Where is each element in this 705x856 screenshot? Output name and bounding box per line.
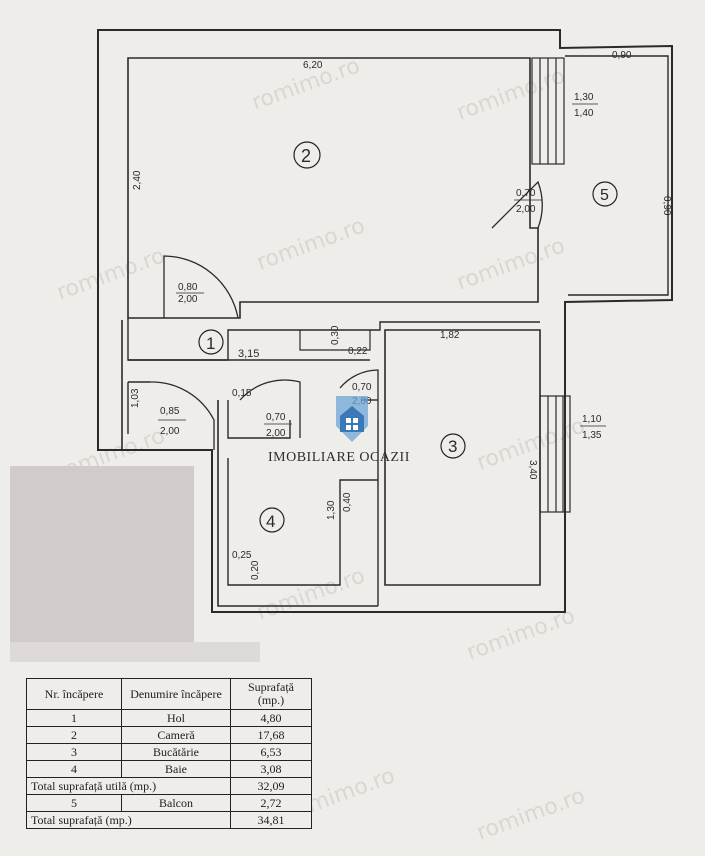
total-value: 34,81: [230, 811, 312, 829]
room-area: 17,68: [230, 726, 312, 744]
room-name: Bucătărie: [121, 743, 231, 761]
room-label-5: 5: [600, 187, 609, 204]
room-name: Baie: [121, 760, 231, 778]
dim-door-room2-top: 0,80: [178, 282, 198, 293]
header-denumire: Denumire încăpere: [121, 678, 231, 710]
room-label-1: 1: [206, 334, 215, 353]
dim-step-bottom: 0,22: [348, 346, 368, 357]
room-area: 6,53: [230, 743, 312, 761]
dim-door-bath-top: 0,70: [266, 412, 286, 423]
room-circle-2: [293, 141, 321, 169]
room-area-table: Nr. încăpere Denumire încăpere Suprafață…: [26, 678, 312, 829]
dim-balcony-height: 0,90: [661, 196, 672, 216]
dim-window-kitchen-top: 1,10: [582, 414, 602, 425]
dim-kitchen-width: 1,82: [440, 330, 460, 341]
dim-balcony-width: 0,90: [612, 50, 632, 61]
table-row: 5 Balcon 2,72: [26, 794, 312, 812]
room-num: 1: [26, 709, 122, 727]
header-nr: Nr. încăpere: [26, 678, 122, 710]
room-circle-1: [198, 329, 224, 355]
room-circle-3: [440, 433, 466, 459]
dim-hall-length: 3,15: [238, 348, 259, 360]
watermark-text: romimo.ro: [454, 233, 569, 295]
walls: [97, 29, 673, 613]
dim-window-kitchen-bottom: 1,35: [582, 430, 602, 441]
watermark-text: romimo.ro: [454, 63, 569, 125]
redaction-block: [10, 466, 194, 642]
room-name: Hol: [121, 709, 231, 727]
dim-bath-wall: 0,40: [342, 492, 353, 512]
dim-door-kitchen-top: 0,70: [352, 382, 372, 393]
room-circle-5: [592, 181, 618, 207]
dim-kitchen-height: 3,40: [527, 460, 538, 480]
dim-offset-015: 0,15: [232, 388, 252, 399]
room-labels: 2 1 3 4 5: [198, 141, 618, 533]
room-label-4: 4: [266, 512, 275, 531]
total-label: Total suprafață (mp.): [26, 811, 231, 829]
table-row-total: Total suprafață (mp.) 34,81: [26, 811, 312, 829]
dim-door-bath-bottom: 2,00: [266, 428, 286, 439]
table-row: 1 Hol 4,80: [26, 709, 312, 727]
doors: [149, 180, 543, 450]
room-name: Cameră: [121, 726, 231, 744]
room-area: 2,72: [230, 794, 312, 812]
table-row-total-util: Total suprafață utilă (mp.) 32,09: [26, 777, 312, 795]
room-num: 3: [26, 743, 122, 761]
table-row: 3 Bucătărie 6,53: [26, 743, 312, 761]
redaction-strip: [10, 642, 260, 662]
watermark-text: romimo.ro: [254, 213, 369, 275]
room-area: 4,80: [230, 709, 312, 727]
windows: [531, 57, 571, 513]
logo-text: IMOBILIARE OCAZII: [268, 450, 410, 465]
total-util-label: Total suprafață utilă (mp.): [26, 777, 231, 795]
room-label-2: 2: [301, 146, 311, 166]
dim-corner-020: 0,20: [250, 560, 261, 580]
room-num: 5: [26, 794, 122, 812]
table-row: 2 Cameră 17,68: [26, 726, 312, 744]
house-icon: [336, 396, 368, 442]
table-row: 4 Baie 3,08: [26, 760, 312, 778]
watermark-text: romimo.ro: [54, 243, 169, 305]
room-name: Balcon: [121, 794, 231, 812]
room-circle-4: [259, 507, 285, 533]
dim-hall-side: 1,03: [130, 388, 141, 408]
dim-door-entry-bottom: 2,00: [160, 426, 180, 437]
header-suprafata: Suprafață (mp.): [230, 678, 312, 710]
total-util-value: 32,09: [230, 777, 312, 795]
dim-room2-height: 2,40: [132, 170, 143, 190]
dim-step-top: 0,30: [330, 325, 341, 345]
dimensions: 6,20 2,40 0,90 0,90 0,80 2,00 0,70 2,00 …: [130, 50, 672, 580]
room-label-3: 3: [448, 437, 457, 456]
dim-door-room2-bottom: 2,00: [178, 294, 198, 305]
dim-room2-width: 6,20: [303, 60, 323, 71]
dim-door-balcony-bottom: 2,00: [516, 204, 536, 215]
dim-bath-height: 1,30: [326, 500, 337, 520]
table-header-row: Nr. încăpere Denumire încăpere Suprafață…: [26, 678, 312, 710]
dim-corner-025: 0,25: [232, 550, 252, 561]
dim-door-balcony-top: 0,70: [516, 188, 536, 199]
dim-window-balcony-top: 1,30: [574, 92, 594, 103]
room-area: 3,08: [230, 760, 312, 778]
room-num: 4: [26, 760, 122, 778]
dim-door-entry-top: 0,85: [160, 406, 180, 417]
watermark-text: romimo.ro: [254, 563, 369, 625]
room-num: 2: [26, 726, 122, 744]
watermark-text: romimo.ro: [474, 783, 589, 845]
dim-window-balcony-bottom: 1,40: [574, 108, 594, 119]
